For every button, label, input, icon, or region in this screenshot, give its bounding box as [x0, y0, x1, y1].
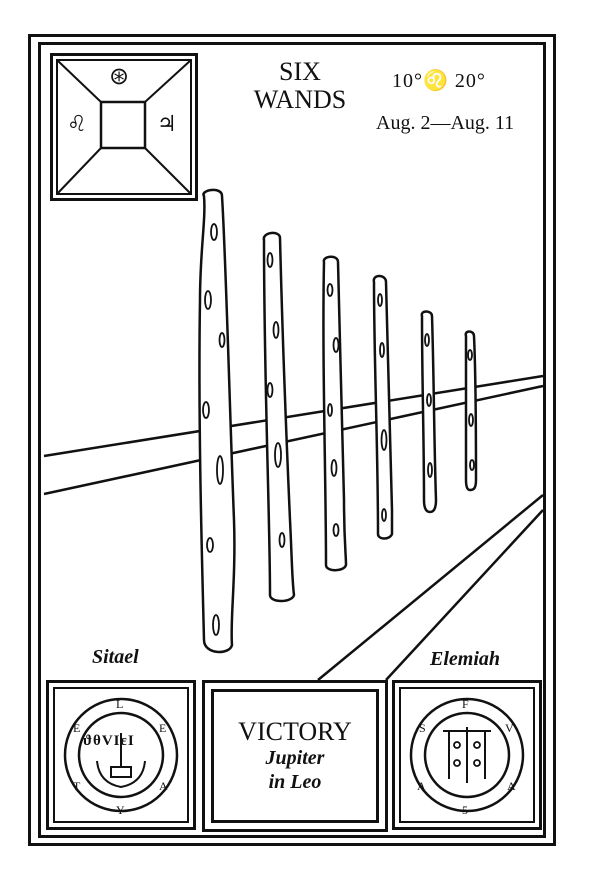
decan-degrees: 10°♌ 20°: [392, 70, 486, 92]
wand-4: [372, 274, 394, 540]
meaning-panel: VICTORY Jupiter in Leo: [202, 680, 388, 832]
seal-left-letter-bottom: Y: [116, 803, 125, 817]
meaning-line2: in Leo: [268, 771, 322, 793]
angel-name-left: Sitael: [92, 646, 139, 668]
seal-left-letter-right: E: [159, 721, 167, 735]
seal-left-letter-bottom-right: A: [159, 779, 168, 793]
horizon-line-lower: [43, 384, 544, 496]
meaning-line1: Jupiter: [265, 747, 325, 769]
outer-border: [28, 34, 556, 846]
meaning-title: VICTORY: [238, 717, 352, 746]
jupiter-icon: ♃: [157, 112, 177, 137]
card-title-line1: SIX: [279, 57, 321, 86]
astrological-sigil: ⊛ ♌ ♃: [50, 53, 198, 201]
wands-group: [198, 188, 478, 654]
wand-knots: [202, 223, 475, 636]
inner-border: [38, 42, 546, 838]
date-range: Aug. 2—Aug. 11: [376, 112, 515, 134]
seal-left-drawing: [53, 687, 189, 823]
wand-1: [198, 188, 236, 654]
wand-3: [322, 255, 348, 572]
horizon-line-upper: [43, 374, 544, 458]
meaning-panel-inner: VICTORY Jupiter in Leo: [211, 689, 379, 823]
angel-seal-left: ϑθVIεI L E A Y T E: [46, 680, 196, 830]
seal-right-letter-bottom-left: A: [417, 779, 426, 793]
seal-right-drawing: [399, 687, 535, 823]
leo-icon: ♌: [67, 112, 87, 137]
road-line-left: [317, 494, 544, 681]
wand-6: [464, 330, 478, 492]
road-line-right: [385, 509, 544, 681]
seal-left-letter-left: E: [73, 721, 81, 735]
wand-2: [262, 231, 296, 603]
seal-right-letter-top: F: [462, 697, 469, 711]
angel-seal-right: F V A 5 A S: [392, 680, 542, 830]
seal-left-inner-glyphs: ϑθVIεI: [83, 733, 135, 749]
seal-left-letter-bottom-left: T: [73, 779, 81, 793]
card-title-line2: WANDS: [253, 85, 347, 114]
angel-name-right: Elemiah: [430, 648, 501, 670]
seal-right-letter-right: V: [505, 721, 514, 735]
seal-right-letter-bottom-right: A: [507, 779, 516, 793]
seal-left-letter-top: L: [116, 697, 124, 711]
seal-right-letter-left: S: [419, 721, 426, 735]
sigil-drawing: [56, 59, 192, 195]
sun-wheel-icon: ⊛: [109, 62, 130, 90]
wand-5: [420, 310, 438, 514]
card-title: SIX WANDS: [240, 58, 360, 114]
seal-right-letter-bottom: 5: [462, 803, 468, 817]
